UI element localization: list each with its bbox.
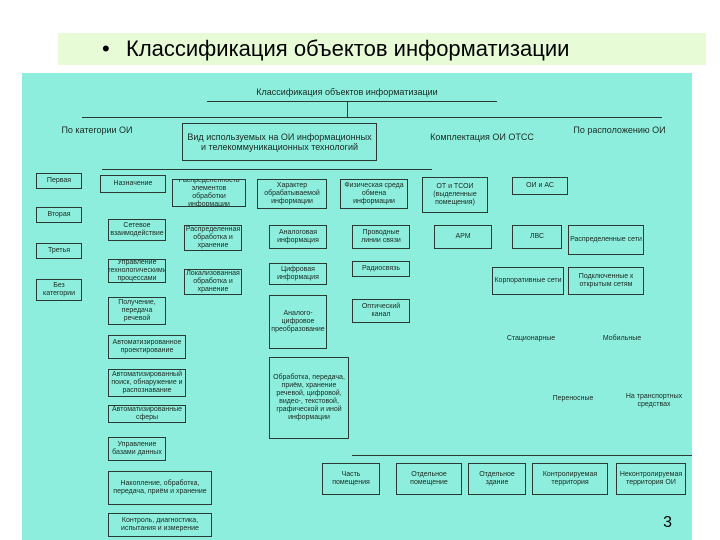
- equip-open: Подключенные к открытым сетям: [568, 267, 644, 295]
- bullet-icon: •: [102, 36, 110, 61]
- category-third: Третья: [36, 243, 82, 259]
- tech3-analog: Аналоговая информация: [269, 225, 327, 249]
- tech1-speech: Получение, передача речевой: [108, 297, 166, 325]
- tech1-search: Автоматизированный поиск, обнаружение и …: [108, 369, 186, 397]
- equip-distributed: Распределенные сети: [568, 225, 644, 255]
- level1-location: По расположению ОИ: [573, 125, 666, 135]
- tech2-distributed: Распределенная обработка и хранение: [184, 225, 242, 251]
- classification-diagram: Классификация объектов информатизации По…: [22, 73, 692, 540]
- category-second: Вторая: [36, 207, 82, 223]
- loc-stationary: Стационарные: [506, 335, 556, 342]
- loc-mobile: Мобильные: [602, 335, 642, 342]
- tech4-wired: Проводные линии связи: [352, 225, 410, 249]
- tech4-medium: Физическая среда обмена информации: [340, 179, 408, 209]
- level1-category: По категории ОИ: [61, 125, 133, 135]
- equip-oi-as: ОИ и АС: [512, 177, 568, 195]
- level1-equipment: Комплектация ОИ ОТСС: [430, 132, 534, 142]
- place-building: Отдельное здание: [468, 463, 526, 495]
- tech4-optical: Оптический канал: [352, 299, 410, 323]
- tech1-storage: Накопление, обработка, передача, приём и…: [108, 471, 212, 505]
- tech1-process: Управление технологическими процессами: [108, 259, 166, 283]
- diagram-root: Классификация объектов информатизации: [256, 87, 438, 97]
- equip-corporate: Корпоративные сети: [492, 267, 564, 295]
- tech4-radio: Радиосвязь: [352, 261, 410, 277]
- tech3-processing: Обработка, передача, приём, хранение реч…: [269, 357, 349, 439]
- place-room: Отдельное помещение: [396, 463, 462, 495]
- tech3-digital: Цифровая информация: [269, 263, 327, 285]
- tech3-character: Характер обрабатываемой информации: [257, 179, 327, 209]
- equip-lan: ЛВС: [512, 225, 562, 249]
- tech2-distribution: Распределенность элементов обработки инф…: [172, 179, 246, 207]
- category-none: Без категории: [36, 279, 82, 301]
- equip-arm: АРМ: [434, 225, 492, 249]
- category-first: Первая: [36, 173, 82, 189]
- tech1-network: Сетевое взаимодействие: [108, 219, 166, 241]
- place-uncontrolled: Неконтролируемая территория ОИ: [616, 463, 686, 495]
- tech3-conversion: Аналого-цифровое преобразование: [269, 295, 327, 349]
- slide-title-bar: [58, 33, 706, 65]
- slide-title: Классификация объектов информатизации: [126, 36, 570, 61]
- level1-technology: Вид используемых на ОИ информационных и …: [182, 123, 377, 161]
- tech1-control: Контроль, диагностика, испытания и измер…: [108, 513, 212, 537]
- equip-tsoi: ОТ и ТСОИ (выделенные помещения): [422, 177, 488, 213]
- tech1-databases: Управление базами данных: [108, 437, 166, 461]
- place-part-room: Часть помещения: [322, 463, 380, 495]
- loc-transport: На транспортных средствах: [625, 393, 683, 408]
- page-number: 3: [663, 514, 672, 531]
- tech1-spheres: Автоматизированные сферы: [108, 405, 186, 423]
- tech2-localized: Локализованная обработка и хранение: [184, 269, 242, 295]
- loc-portable: Переносные: [552, 395, 594, 402]
- place-controlled: Контролируемая территория: [532, 463, 608, 495]
- tech1-purpose: Назначение: [100, 175, 166, 193]
- tech1-design: Автоматизированное проектирование: [108, 335, 186, 359]
